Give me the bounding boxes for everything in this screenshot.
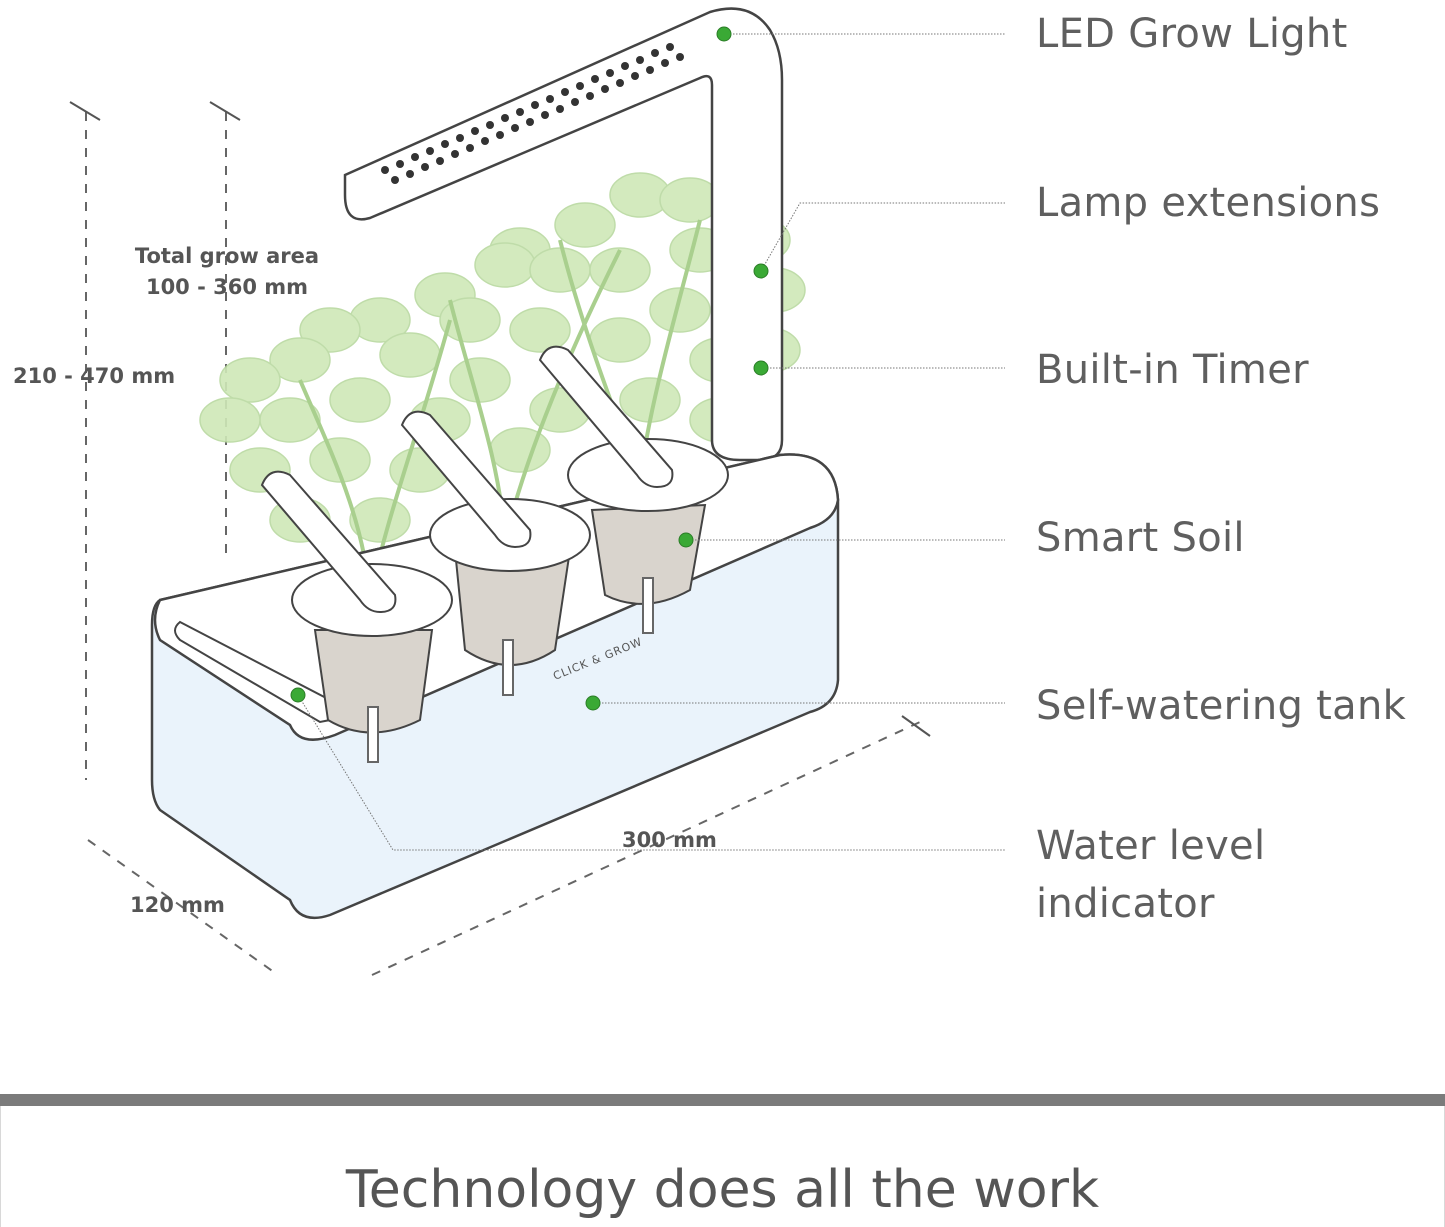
- dimension-ticks: [69, 101, 931, 737]
- leader-water-level: [297, 694, 1005, 851]
- dot-tank: [585, 695, 601, 711]
- footer-divider: [0, 1094, 1445, 1106]
- callout-lamp-extensions: Lamp extensions: [1036, 180, 1381, 226]
- callout-self-watering-tank: Self-watering tank: [1036, 683, 1407, 729]
- wicks: [367, 577, 654, 763]
- callout-dots: [290, 26, 769, 711]
- grow-area-label-line2: 100 - 360 mm: [145, 275, 309, 299]
- height-dimension-label: 210 - 470 mm: [13, 364, 176, 388]
- dot-lamp-extensions: [753, 263, 769, 279]
- callout-leader-lines: [297, 33, 1005, 851]
- smart-soil-pods: [291, 438, 729, 734]
- depth-dimension-line: [87, 839, 279, 976]
- depth-dimension-label: 120 mm: [130, 893, 225, 917]
- dot-timer: [753, 360, 769, 376]
- callout-led-grow-light: LED Grow Light: [1036, 11, 1348, 57]
- dot-water-level: [290, 687, 306, 703]
- leader-lamp-extensions: [760, 202, 1005, 272]
- dot-led: [716, 26, 732, 42]
- callout-smart-soil: Smart Soil: [1036, 515, 1245, 561]
- dimension-lines: [85, 112, 921, 976]
- led-grow-light: [343, 7, 784, 462]
- grow-area-label-line1: Total grow area: [134, 244, 320, 268]
- led-holes: [381, 43, 684, 184]
- dot-smart-soil: [678, 532, 694, 548]
- tagline: Technology does all the work: [345, 1160, 1100, 1220]
- callout-built-in-timer: Built-in Timer: [1036, 347, 1309, 393]
- callout-water-level-line2: indicator: [1036, 881, 1215, 927]
- pod-handles: [260, 345, 674, 614]
- callout-water-level-line1: Water level: [1036, 823, 1266, 869]
- width-dimension-label: 300 mm: [622, 828, 717, 852]
